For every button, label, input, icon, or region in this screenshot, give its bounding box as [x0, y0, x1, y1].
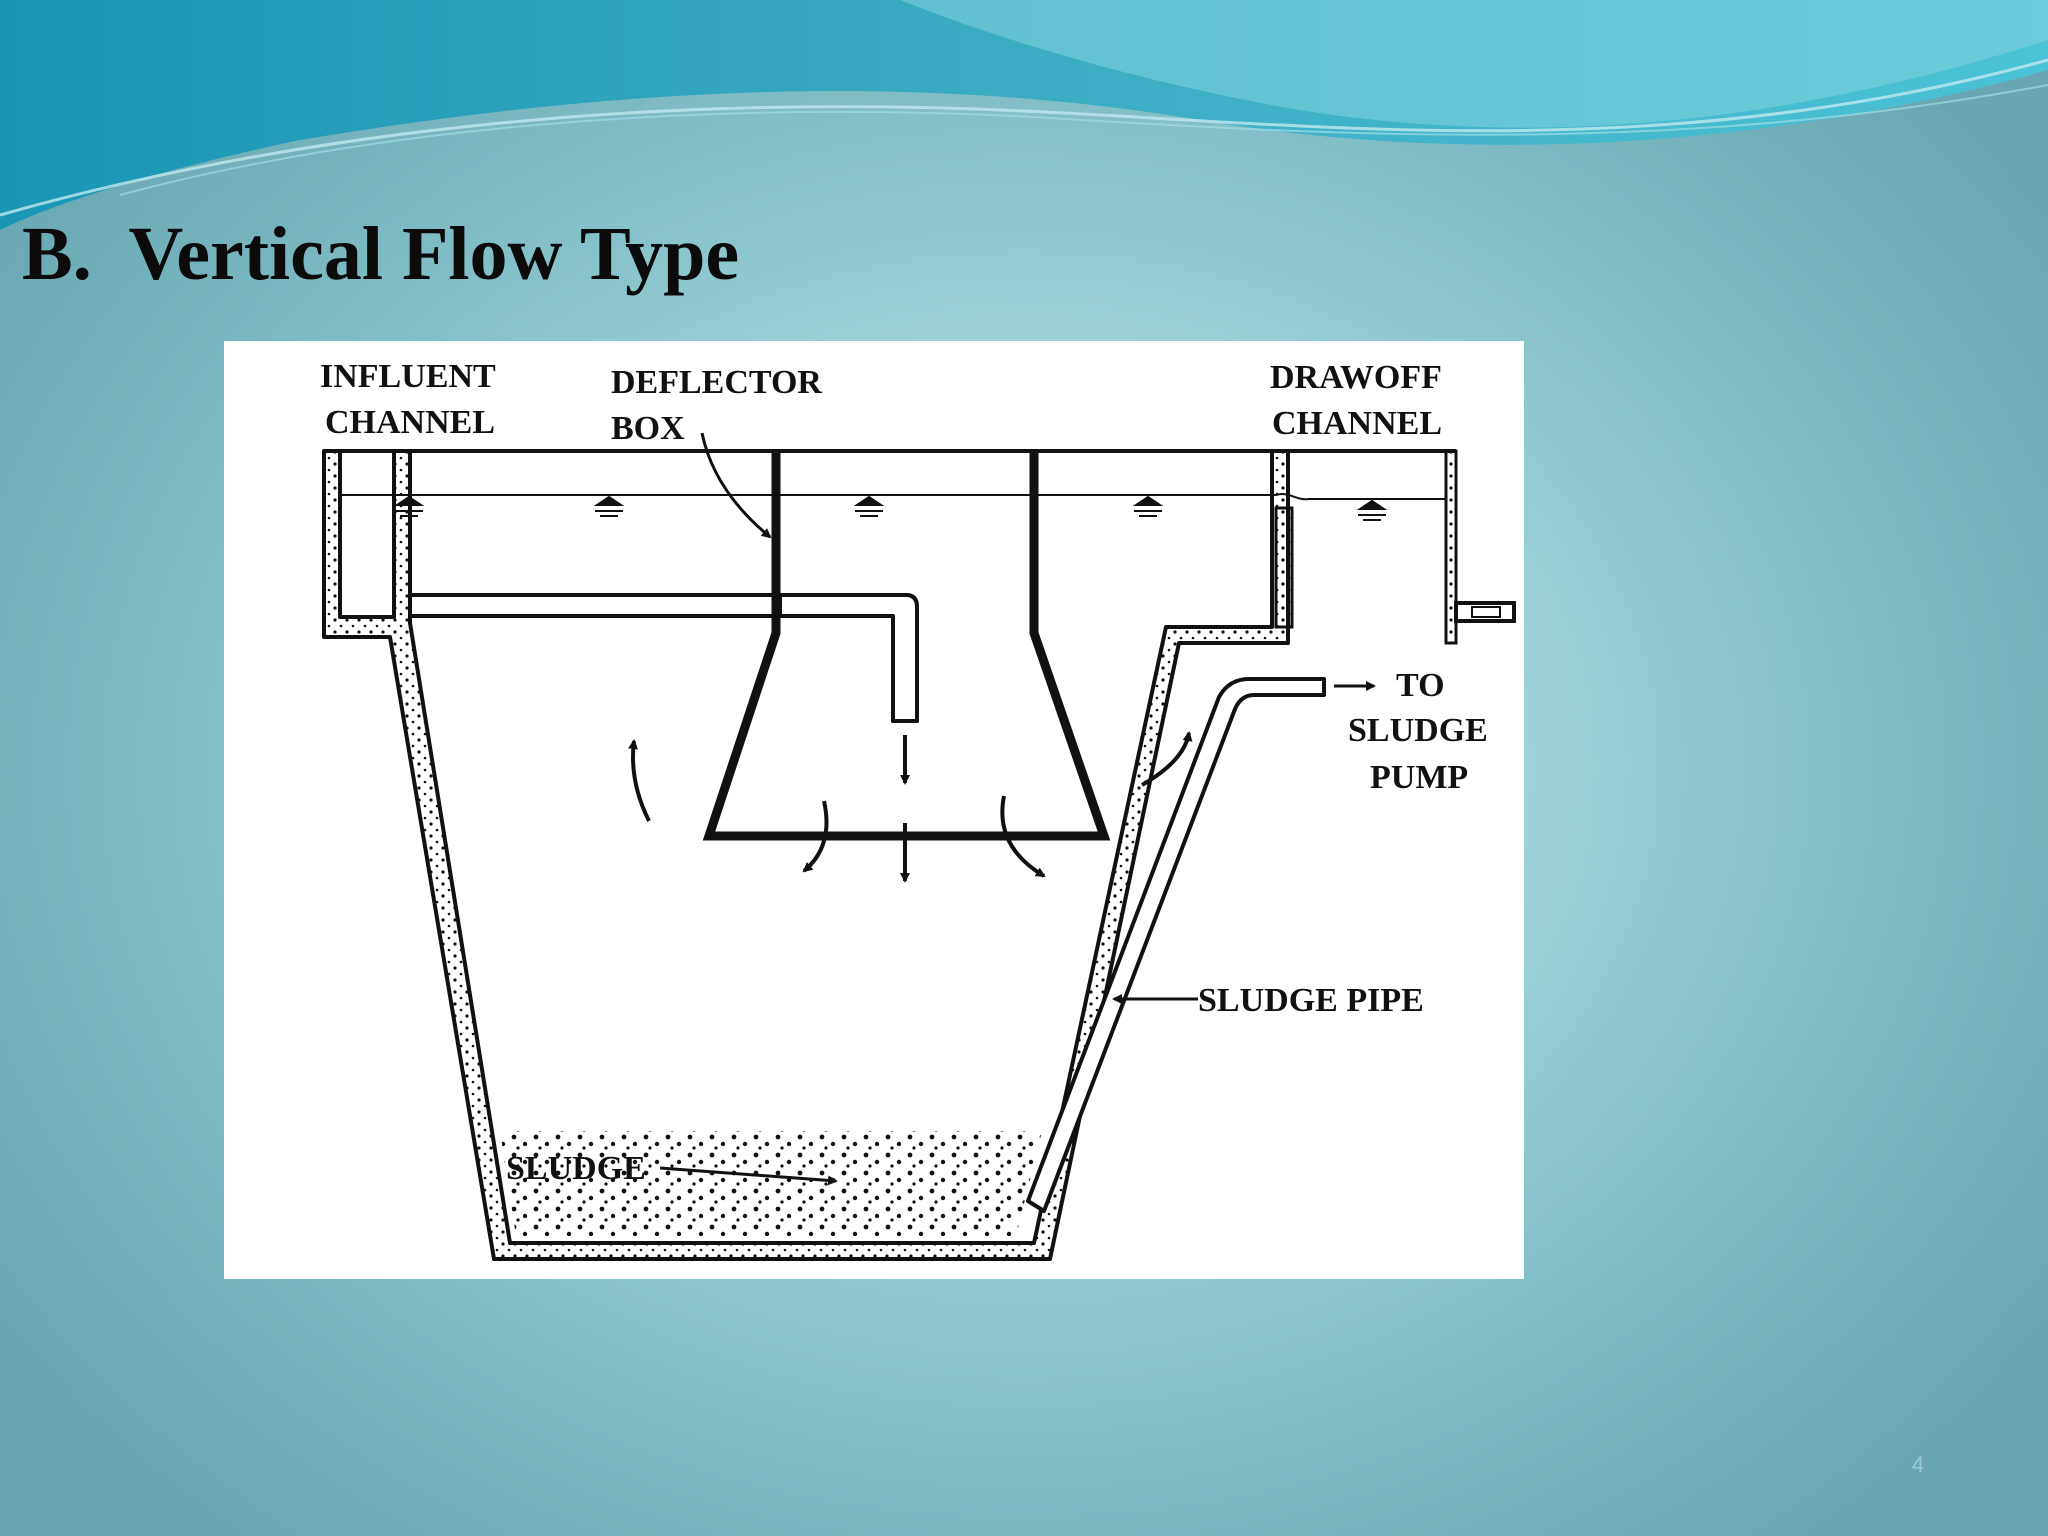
label-influent-channel-2: CHANNEL	[325, 404, 495, 441]
water-surface	[340, 493, 1446, 501]
label-to-sludge-pump-2: SLUDGE	[1348, 712, 1488, 749]
label-influent-channel-1: INFLUENT	[320, 358, 496, 395]
sludge-deposit	[500, 1131, 1042, 1236]
label-sludge: SLUDGE	[506, 1150, 646, 1187]
drawoff-weir-wall	[1274, 506, 1294, 629]
wave-banner	[0, 0, 2048, 230]
leader-arrows	[659, 432, 1376, 1186]
flow-arrows	[628, 731, 1193, 883]
banner-wave-line-2	[119, 84, 2048, 196]
label-deflector-box-2: BOX	[611, 410, 685, 447]
label-drawoff-channel-2: CHANNEL	[1272, 405, 1442, 442]
tank-wall	[322, 449, 1290, 1261]
drawoff-outlet	[1454, 601, 1516, 623]
sludge-pipe	[1026, 677, 1326, 1213]
drawoff-end-wall	[1444, 449, 1458, 645]
slide-title: B. Vertical Flow Type	[22, 212, 740, 296]
diagram-canvas: INFLUENT CHANNEL DEFLECTOR BOX DRAWOFF C…	[320, 358, 1516, 1261]
banner-wave-light	[900, 0, 2048, 128]
vertical-flow-tank-diagram: INFLUENT CHANNEL DEFLECTOR BOX DRAWOFF C…	[224, 341, 1524, 1279]
label-drawoff-channel-1: DRAWOFF	[1270, 359, 1442, 396]
banner-wave-line-1	[0, 58, 2048, 217]
label-deflector-box-1: DEFLECTOR	[611, 364, 822, 401]
label-sludge-pipe: SLUDGE PIPE	[1198, 982, 1424, 1019]
slide-number: 4	[1911, 1452, 1925, 1477]
drawoff-outlet-opening	[1471, 606, 1501, 618]
inlet-pipe-inner	[778, 593, 919, 723]
water-level-symbols	[393, 495, 1388, 521]
label-to-sludge-pump-1: TO	[1396, 667, 1445, 704]
label-to-sludge-pump-3: PUMP	[1370, 759, 1468, 796]
